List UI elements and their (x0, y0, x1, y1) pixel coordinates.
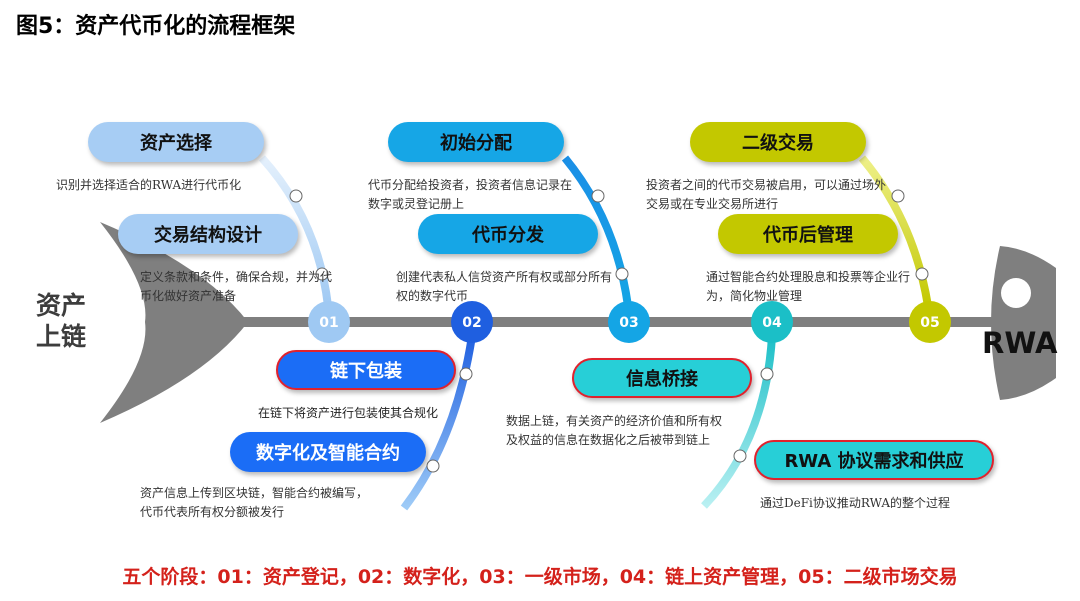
pill-post-token-management: 代币后管理 (718, 214, 898, 254)
pill-info-bridging: 信息桥接 (572, 358, 752, 398)
desc-initial-distribution: 代币分配给投资者，投资者信息记录在数字或灵登记册上 (368, 178, 573, 211)
desc-rwa-protocol-supply-demand: 通过DeFi协议推动RWA的整个过程 (760, 496, 951, 510)
stage-circle-04 (751, 301, 793, 343)
rib-05-dot-a (891, 189, 905, 203)
desc-offchain-packaging: 在链下将资产进行包装使其合规化 (258, 406, 439, 420)
rib-05-dot-b (915, 267, 929, 281)
rib-01-dot-b (315, 267, 329, 281)
stage-number-05: 05 (920, 315, 939, 331)
fish-tail (100, 222, 248, 423)
pill-secondary-trading: 二级交易 (690, 122, 866, 162)
pill-transaction-structure: 交易结构设计 (118, 214, 298, 254)
pill-initial-distribution: 初始分配 (388, 122, 564, 162)
desc-post-token-management: 通过智能合约处理股息和投票等企业行为，简化物业管理 (706, 270, 911, 303)
desc-secondary-trading: 投资者之间的代币交易被启用，可以通过场外交易或在专业交易所进行 (646, 178, 887, 211)
desc-asset-selection: 识别并选择适合的RWA进行代币化 (56, 178, 242, 192)
stage-number-02: 02 (462, 315, 481, 331)
rib-04-dot-b (733, 449, 747, 463)
rib-01-dot-a (289, 189, 303, 203)
left-label-asset-onchain: 资产 上链 (35, 291, 86, 351)
pill-offchain-packaging: 链下包装 (276, 350, 456, 390)
stage-number-04: 04 (762, 315, 782, 331)
figure-title: 图5：资产代币化的流程框架 (16, 14, 296, 39)
rib-01 (259, 155, 332, 307)
footer-five-stages: 五个阶段：01：资产登记，02：数字化，03：一级市场，04：链上资产管理，05… (122, 566, 958, 588)
rib-04-dot-a (760, 367, 774, 381)
desc-token-issuance: 创建代表私人信贷资产所有权或部分所有权的数字代币 (396, 270, 613, 303)
stage-circle-03 (608, 301, 650, 343)
fish-head (991, 246, 1056, 400)
pill-digitization-smart-contracts: 数字化及智能合约 (230, 432, 426, 472)
desc-digitization-smart-contracts: 资产信息上传到区块链，智能合约被编写，代币代表所有权分额被发行 (140, 486, 369, 519)
rib-02 (400, 335, 476, 511)
rib-03 (561, 155, 632, 307)
rib-03-dot-a (591, 189, 605, 203)
rib-02-dot-b (426, 459, 440, 473)
rib-04 (701, 335, 776, 509)
stage-number-01: 01 (319, 315, 338, 331)
rib-02-dot-a (459, 367, 473, 381)
right-label-rwa: RWA (982, 326, 1058, 360)
stage-number-03: 03 (619, 315, 638, 331)
pill-token-issuance: 代币分发 (418, 214, 598, 254)
rib-03-dot-b (615, 267, 629, 281)
pill-asset-selection: 资产选择 (88, 122, 264, 162)
stage-circle-02 (451, 301, 493, 343)
fish-eye (1001, 278, 1031, 308)
pill-rwa-protocol-supply-demand: RWA 协议需求和供应 (754, 440, 994, 480)
desc-info-bridging: 数据上链，有关资产的经济价值和所有权及权益的信息在数据化之后被带到链上 (506, 414, 723, 447)
stage-circle-05 (909, 301, 951, 343)
desc-transaction-structure: 定义条款和条件，确保合规，并为代币化做好资产准备 (140, 270, 333, 303)
stage-circle-01 (308, 301, 350, 343)
rib-05 (858, 155, 932, 307)
